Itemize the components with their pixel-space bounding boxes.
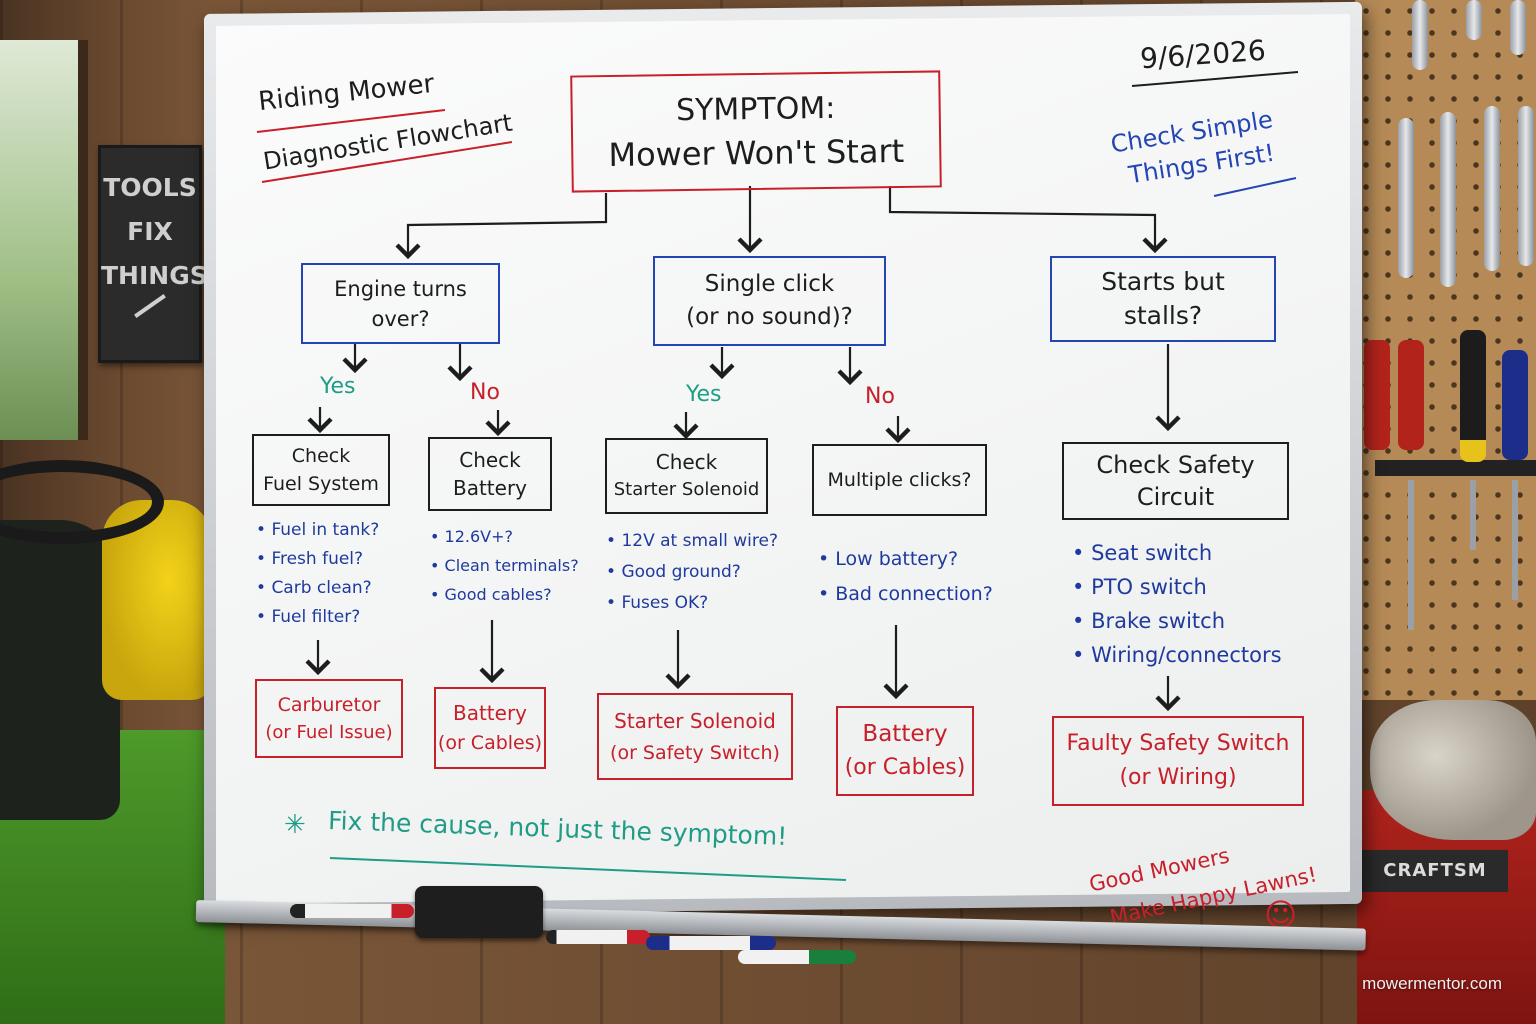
screwdriver-icon	[1364, 340, 1390, 450]
check-solenoid-line-2: Starter Solenoid	[613, 479, 760, 500]
screwdriver-rack	[1375, 460, 1536, 476]
question-engine-turns-over: Engine turns over?	[301, 263, 500, 344]
check-battery-box: Check Battery	[428, 437, 552, 511]
engine-yes-label: Yes	[320, 374, 356, 399]
check-safety-line-2: Circuit	[1136, 483, 1215, 511]
solenoid-checklist: 12V at small wire? Good ground? Fuses OK…	[606, 526, 778, 619]
symptom-box: SYMPTOM: Mower Won't Start	[570, 70, 942, 193]
list-item: Good cables?	[430, 580, 579, 609]
list-item: Wiring/connectors	[1072, 638, 1281, 672]
result-solenoid-line-1: Starter Solenoid	[614, 708, 776, 733]
screwdriver-icon	[1398, 340, 1424, 450]
check-battery-line-1: Check	[459, 448, 521, 472]
shop-rag	[1370, 700, 1536, 840]
question-click-line-1: Single click	[704, 271, 835, 297]
symptom-text: Mower Won't Start	[608, 131, 905, 174]
result-starter-solenoid-box: Starter Solenoid (or Safety Switch)	[597, 693, 793, 780]
result-solenoid-line-2: (or Safety Switch)	[610, 741, 780, 764]
garage-window	[0, 40, 88, 440]
wrench-icon	[1518, 106, 1534, 266]
question-engine-line-1: Engine turns	[334, 276, 467, 301]
result-battery1-line-2: (or Cables)	[437, 732, 543, 754]
list-item: Fuel in tank?	[256, 516, 379, 545]
result-faulty-safety-switch-box: Faulty Safety Switch (or Wiring)	[1052, 716, 1304, 806]
result-carburetor-box: Carburetor (or Fuel Issue)	[255, 679, 403, 758]
wrench-icon	[1484, 106, 1500, 271]
wrench-icon	[1412, 0, 1428, 70]
check-solenoid-line-1: Check	[655, 450, 718, 474]
list-item: 12V at small wire?	[606, 526, 778, 557]
list-item: Fuses OK?	[606, 588, 778, 619]
list-item: Bad connection?	[818, 577, 993, 612]
list-item: Seat switch	[1072, 536, 1282, 570]
sign-line-1: TOOLS	[103, 173, 197, 202]
sign-line-3: THINGS	[101, 261, 208, 290]
list-item: Low battery?	[818, 542, 993, 577]
watermark: mowermentor.com	[1362, 974, 1502, 993]
check-fuel-line-2: Fuel System	[263, 473, 379, 495]
check-safety-line-1: Check Safety	[1096, 451, 1255, 479]
result-carb-line-1: Carburetor	[277, 693, 381, 716]
click-yes-label: Yes	[686, 382, 722, 407]
safety-checklist: Seat switch PTO switch Brake switch Wiri…	[1072, 536, 1282, 672]
result-battery-box-1: Battery (or Cables)	[434, 687, 546, 769]
whiteboard-eraser[interactable]	[415, 886, 543, 938]
question-stall-line-2: stalls?	[1123, 301, 1203, 330]
check-safety-circuit-box: Check Safety Circuit	[1062, 442, 1289, 520]
click-no-label: No	[865, 384, 895, 409]
fuel-checklist: Fuel in tank? Fresh fuel? Carb clean? Fu…	[256, 516, 379, 632]
tools-fix-things-sign: TOOLS FIX THINGS	[98, 145, 208, 363]
question-click-line-2: (or no sound)?	[686, 304, 853, 330]
result-battery-box-2: Battery (or Cables)	[836, 706, 974, 796]
wrench-icon	[1440, 112, 1456, 287]
check-battery-line-2: Battery	[452, 476, 528, 500]
result-safety-line-2: (or Wiring)	[1119, 765, 1237, 790]
screwdriver-shaft	[1512, 480, 1518, 600]
result-carb-line-2: (or Fuel Issue)	[265, 721, 393, 743]
question-stall-line-1: Starts but	[1101, 267, 1225, 296]
engine-no-label: No	[470, 380, 500, 405]
result-safety-line-1: Faulty Safety Switch	[1066, 731, 1290, 756]
list-item: Good ground?	[606, 557, 778, 588]
arrow-to-engine	[395, 193, 608, 260]
check-multiple-clicks-box: Multiple clicks?	[812, 444, 987, 516]
screwdriver-shaft	[1470, 480, 1476, 550]
question-engine-line-2: over?	[371, 306, 430, 331]
list-item: Carb clean?	[256, 574, 379, 603]
arrow-to-stall	[888, 186, 1168, 254]
screwdriver-icon	[1502, 350, 1528, 460]
list-item: Brake switch	[1072, 604, 1282, 638]
symptom-label: SYMPTOM:	[675, 90, 836, 128]
toolbox-label: CRAFTSM	[1362, 850, 1508, 892]
check-starter-solenoid-box: Check Starter Solenoid	[605, 438, 768, 514]
star-icon: ✳	[284, 810, 306, 840]
check-fuel-system-box: Check Fuel System	[252, 434, 390, 506]
marker-blue[interactable]	[646, 936, 776, 950]
clicks-checklist: Low battery? Bad connection?	[818, 542, 993, 612]
wrench-icon	[1466, 0, 1482, 40]
marker-green[interactable]	[738, 950, 856, 964]
list-item: PTO switch	[1072, 570, 1282, 604]
check-fuel-line-1: Check	[291, 445, 351, 467]
list-item: Fuel filter?	[256, 603, 379, 632]
question-starts-but-stalls: Starts but stalls?	[1050, 256, 1276, 342]
sign-line-2: FIX	[127, 217, 173, 246]
list-item: Clean terminals?	[430, 551, 579, 580]
screwdriver-shaft	[1408, 480, 1414, 630]
question-single-click: Single click (or no sound)?	[653, 256, 886, 346]
screwdriver-icon	[1460, 330, 1486, 462]
wrench-icon	[1398, 118, 1414, 278]
mower-engine-cover	[0, 520, 120, 820]
list-item: Fresh fuel?	[256, 545, 379, 574]
result-battery2-line-2: (or Cables)	[844, 755, 966, 780]
result-battery2-line-1: Battery	[862, 721, 948, 747]
check-multiple-clicks-text: Multiple clicks?	[827, 469, 972, 491]
list-item: 12.6V+?	[430, 522, 579, 551]
wrench-icon	[1510, 0, 1526, 55]
result-battery1-line-1: Battery	[452, 701, 528, 725]
marker-red-2[interactable]	[546, 930, 650, 944]
battery-checklist: 12.6V+? Clean terminals? Good cables?	[430, 522, 579, 609]
marker-red[interactable]	[290, 904, 414, 918]
